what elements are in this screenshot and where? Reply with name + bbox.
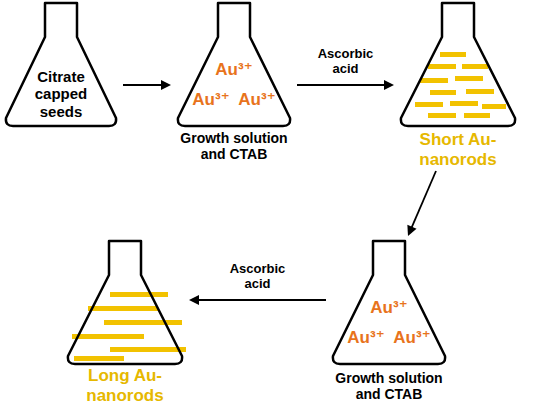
flask-shape [401,3,515,126]
arrow-head [189,295,199,305]
arrow-line [123,84,163,86]
process-arrow [189,295,326,305]
ion-label: Au³⁺ [344,328,388,348]
flask-content: Citrate capped seeds [19,68,103,120]
arrow-head [161,80,171,90]
ion-label: Au³⁺ [235,90,279,110]
ion-label: Au³⁺ [209,60,259,80]
flask-caption: Short Au-nanorods [402,130,514,169]
flask-shape [68,241,182,364]
flask-shape [6,3,116,126]
flask: Long Au-nanorods [65,240,185,406]
flask: Short Au-nanorods [398,2,518,168]
flask-outline [398,2,518,127]
process-arrow [297,80,394,90]
ion-label: Au³⁺ [364,298,414,318]
flask-outline [65,240,185,365]
flask: Au³⁺Au³⁺Au³⁺Growth solution and CTAB [330,240,448,414]
arrow-head [384,80,394,90]
process-arrow [123,80,171,90]
arrow-line [411,171,436,229]
reagent-label: Ascorbic acid [223,262,293,292]
flask: Au³⁺Au³⁺Au³⁺Growth solution and CTAB [175,2,293,164]
flask-caption: Growth solution and CTAB [169,130,299,162]
reagent-label: Ascorbic acid [311,47,381,77]
arrow-line [297,84,386,86]
flask-caption: Long Au-nanorods [69,366,181,405]
flask-shape [333,241,445,364]
flask-caption: Growth solution and CTAB [324,370,454,402]
arrow-line [197,299,326,301]
flask-shape [178,3,290,126]
ion-label: Au³⁺ [390,328,434,348]
arrow-head [407,225,416,236]
flask: Citrate capped seeds [3,2,119,128]
ion-label: Au³⁺ [189,90,233,110]
long-nanorods [72,292,186,361]
process-arrow [407,171,436,236]
